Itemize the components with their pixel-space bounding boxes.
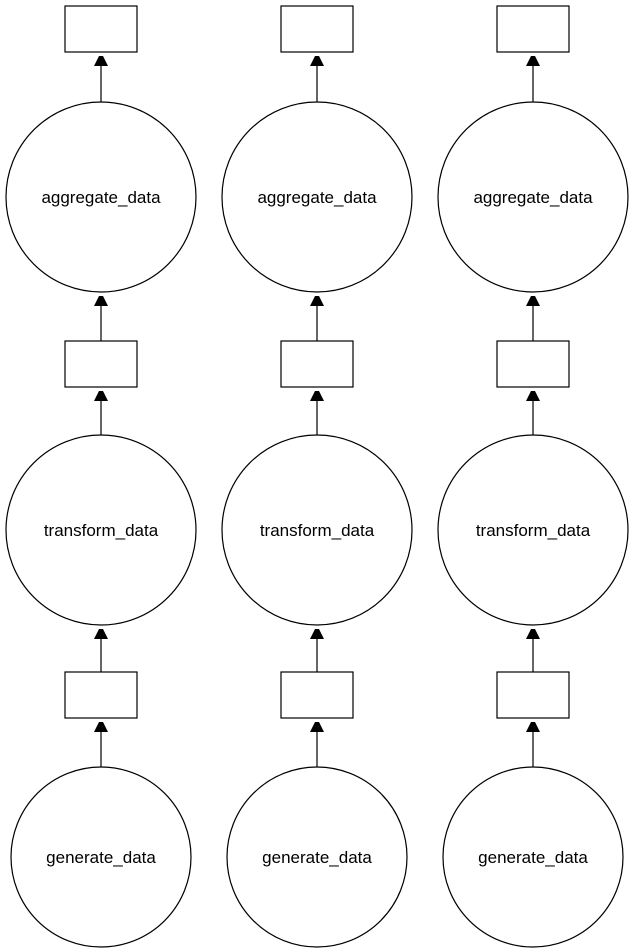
task-label: generate_data	[262, 848, 372, 867]
task-label: aggregate_data	[473, 188, 593, 207]
graph-chain-3: generate_data transform_data aggregate_dat…	[437, 5, 629, 948]
data-node	[280, 340, 354, 388]
data-node	[496, 671, 570, 719]
data-node	[64, 340, 138, 388]
data-node	[64, 5, 138, 53]
graph-chain-2: generate_data transform_data aggregate_dat…	[221, 5, 413, 948]
data-node	[496, 340, 570, 388]
task-label: transform_data	[44, 521, 159, 540]
data-node	[496, 5, 570, 53]
data-node	[280, 671, 354, 719]
task-label: transform_data	[476, 521, 591, 540]
graph-chain-1: generate_data transform_data aggregate_dat…	[5, 5, 197, 948]
task-label: generate_data	[478, 848, 588, 867]
data-node	[64, 671, 138, 719]
task-label: aggregate_data	[41, 188, 161, 207]
task-label: transform_data	[260, 521, 375, 540]
data-node	[280, 5, 354, 53]
task-label: aggregate_data	[257, 188, 377, 207]
task-label: generate_data	[46, 848, 156, 867]
